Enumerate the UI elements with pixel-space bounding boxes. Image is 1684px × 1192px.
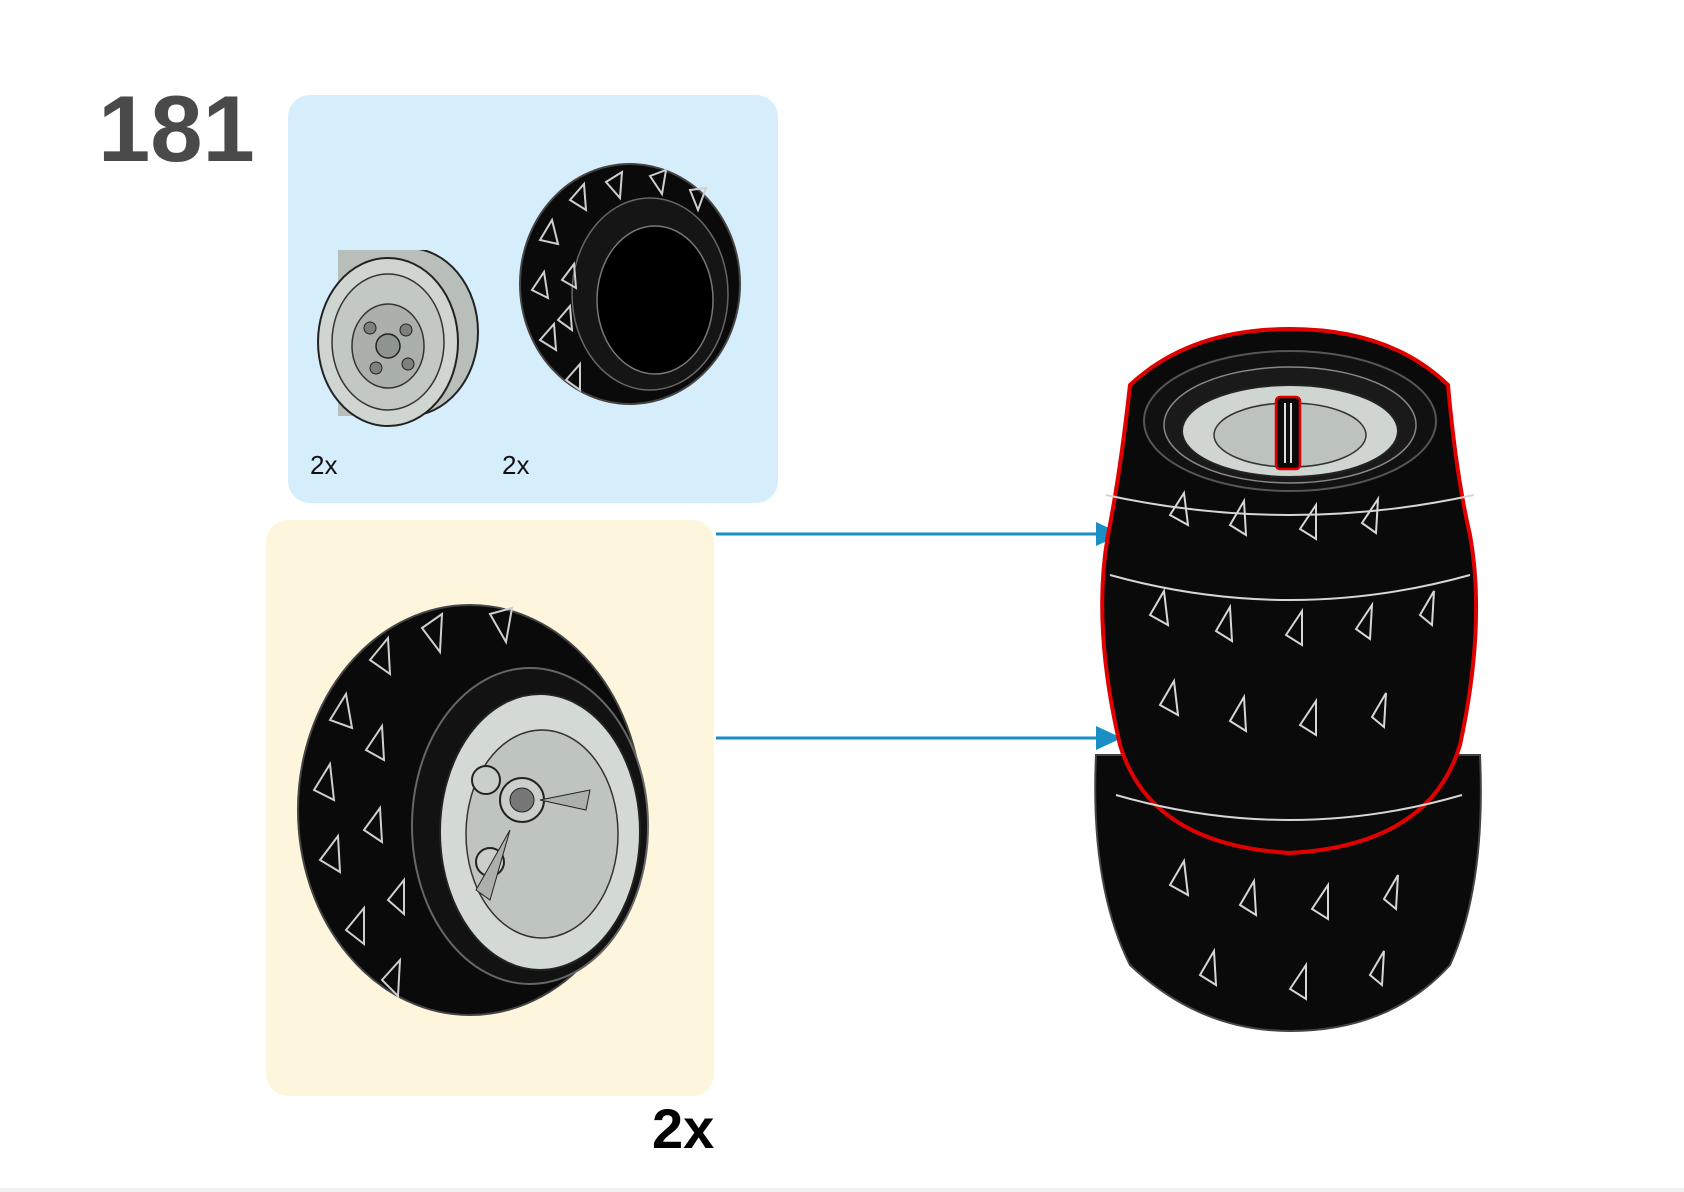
wheel-rim-icon (317, 250, 479, 427)
sub-assembly-multiplier: 2x (652, 1097, 715, 1160)
stacked-wheels-icon (1094, 326, 1482, 1033)
step-number: 181 (98, 76, 255, 181)
wheel-assembly-icon (297, 604, 649, 1016)
page-bottom-rule (0, 1188, 1684, 1192)
arrow-lower-head (1096, 726, 1122, 750)
parts-quantity-tire: 2x (502, 450, 530, 480)
parts-quantity-rim: 2x (310, 450, 338, 480)
tire-icon (519, 163, 741, 405)
assembly-arrows (716, 522, 1122, 750)
